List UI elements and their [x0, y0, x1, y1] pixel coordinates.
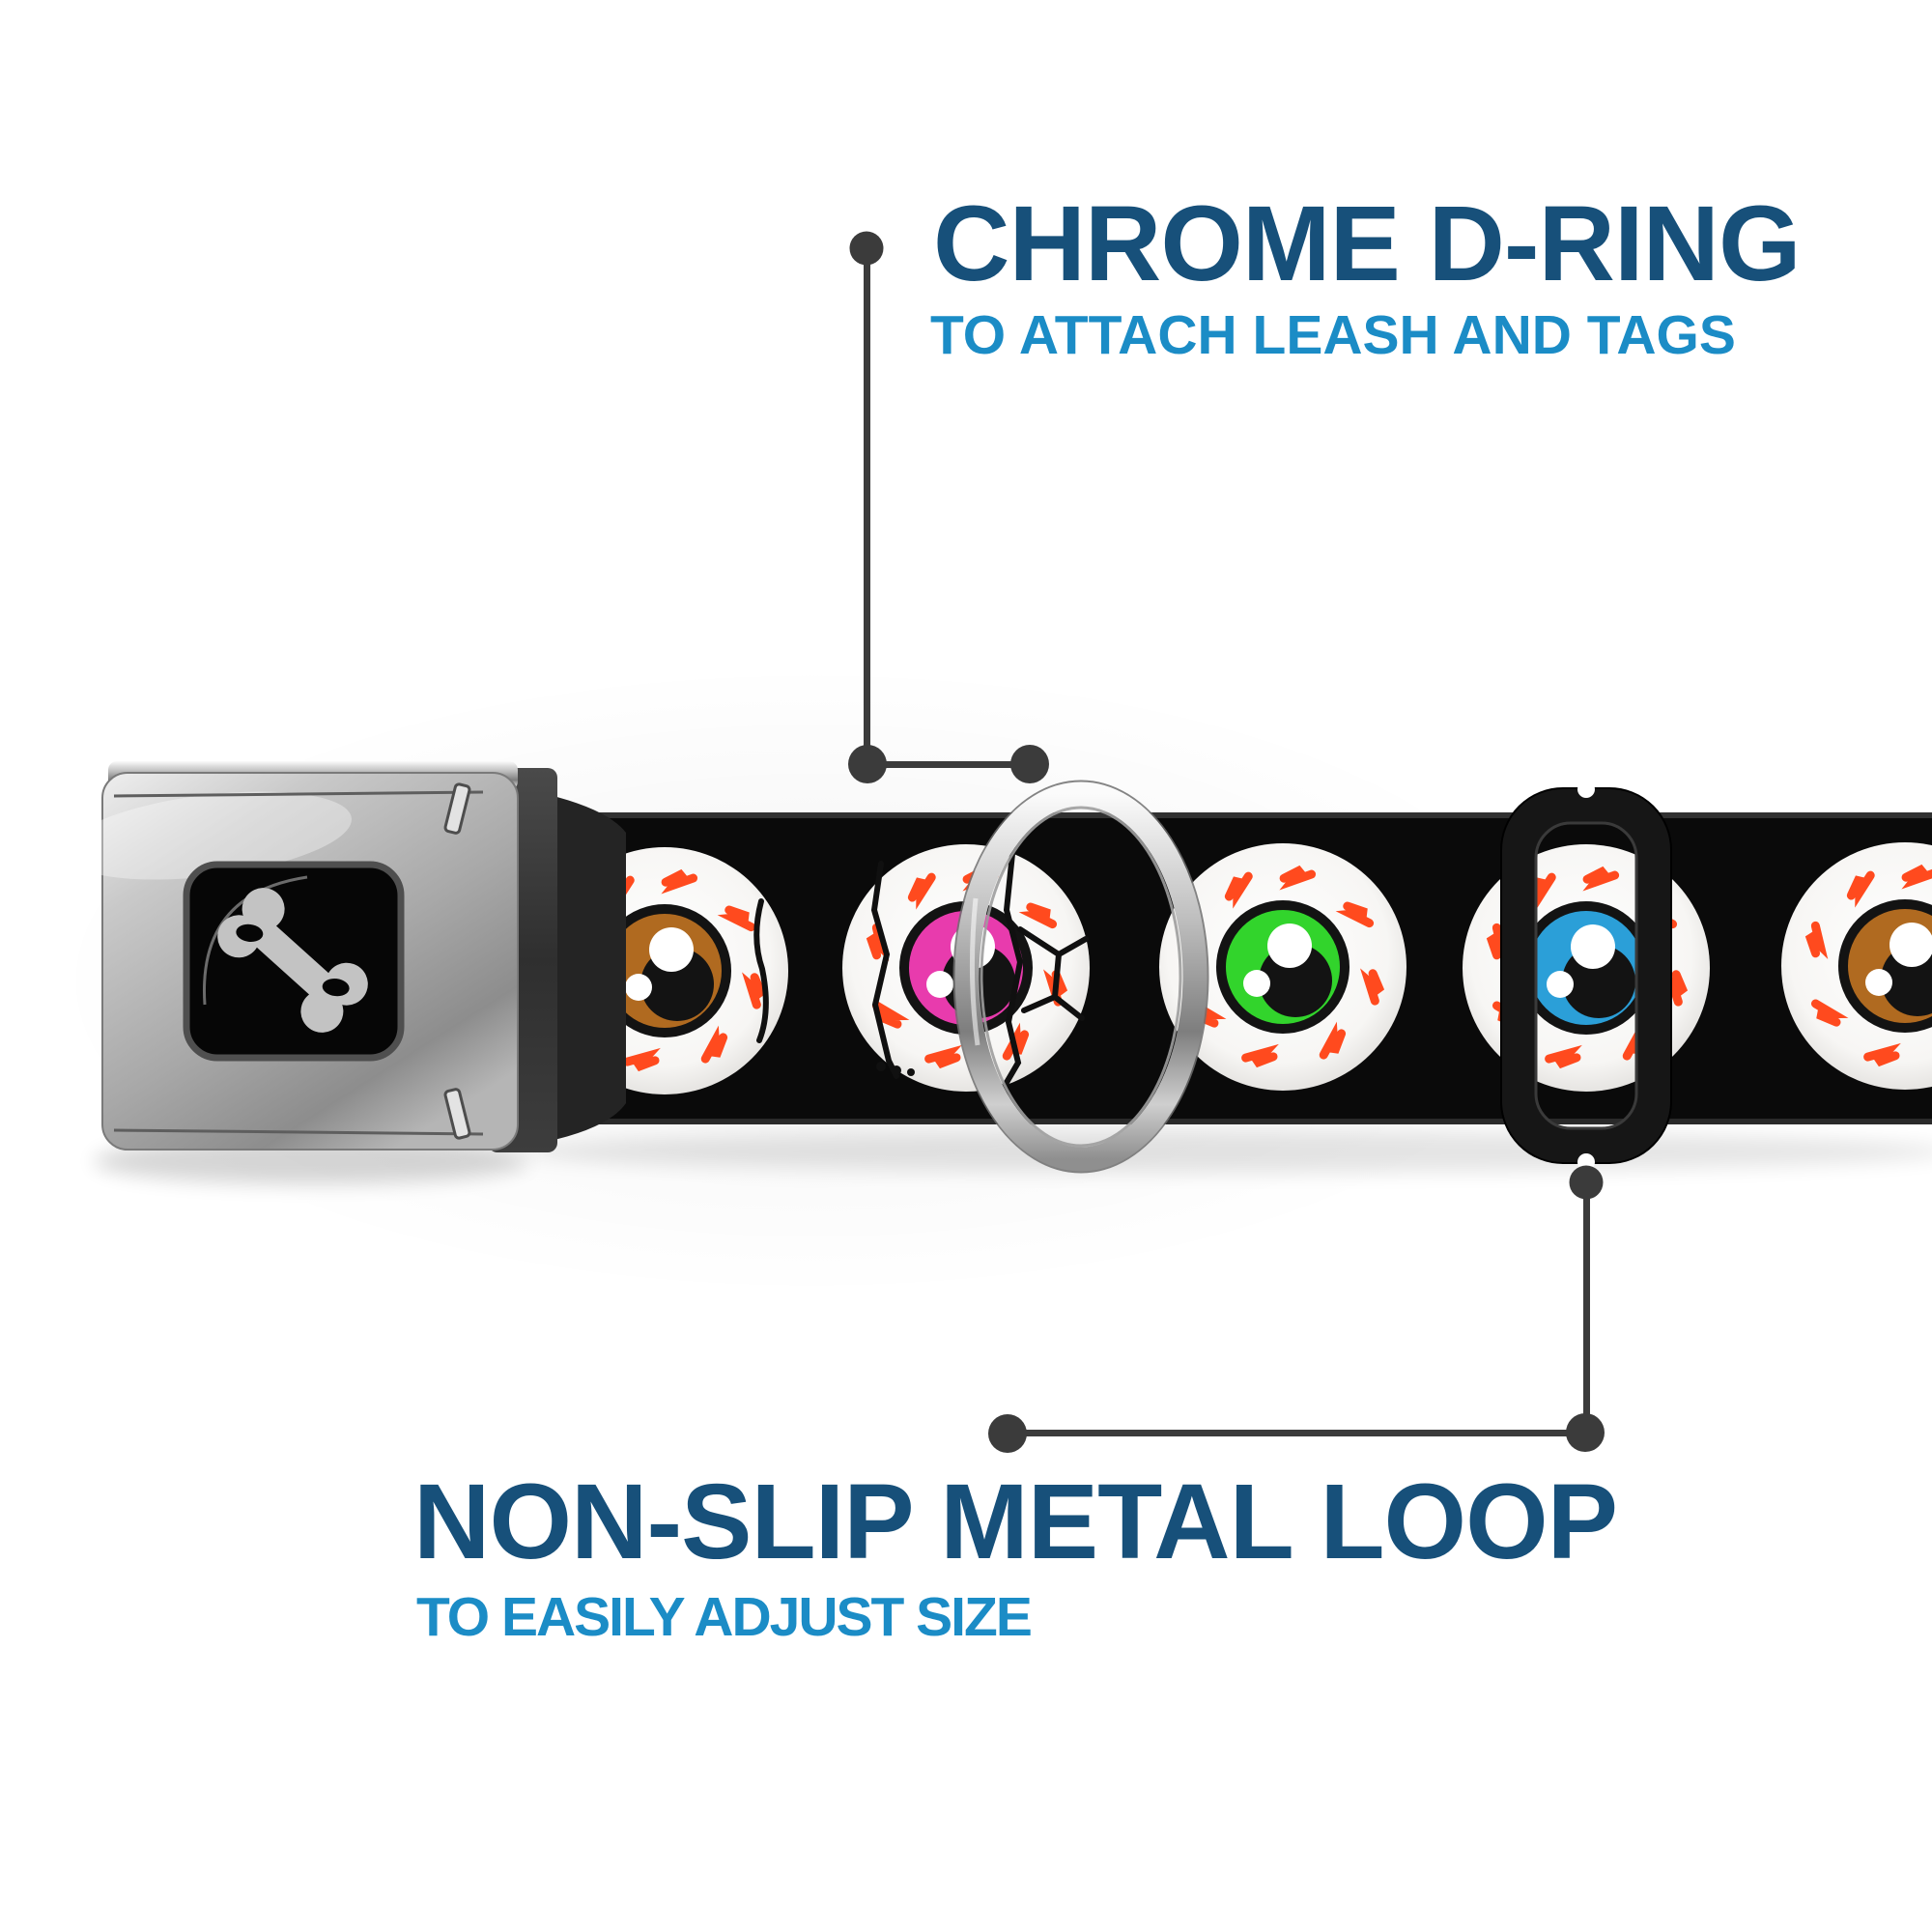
callout-line-horizontal-bottom	[1008, 1430, 1585, 1436]
eyeball-blue	[1463, 844, 1710, 1092]
buckle-clip-top	[443, 782, 471, 835]
strap-shadow	[522, 1130, 1932, 1173]
eyeball-cracks	[870, 851, 1089, 1089]
eyeball-crack	[753, 898, 769, 1043]
bone-logo-icon	[217, 888, 368, 1033]
callout-line-vertical-top	[864, 253, 870, 765]
strap-anchor	[546, 794, 626, 1142]
callout-line-horizontal-top	[867, 761, 1030, 768]
metal-loop-slider	[1500, 781, 1672, 1171]
buckle-glare	[64, 791, 352, 880]
callout-dot-elbow-top	[848, 745, 887, 783]
buckle-clip-bottom	[443, 1088, 471, 1140]
slider-lobe-notch-top	[1577, 781, 1595, 798]
eyeball-pink-cracked	[842, 844, 1090, 1092]
callout-dot-title-bottom	[988, 1414, 1027, 1453]
metal-loop-title: NON-SLIP METAL LOOP	[413, 1463, 1618, 1581]
chrome-d-ring	[952, 780, 1209, 1174]
dring-title: CHROME D-RING	[933, 185, 1802, 303]
dring-subtitle: TO ATTACH LEASH AND TAGS	[930, 304, 1736, 366]
callout-dot-elbow-bottom	[1566, 1413, 1605, 1452]
callout-line-vertical-bottom	[1583, 1186, 1590, 1433]
eyeball-brown-1	[541, 847, 788, 1094]
seatbelt-buckle	[64, 761, 626, 1152]
metal-loop-subtitle: TO EASILY ADJUST SIZE	[416, 1586, 1033, 1648]
callout-dot-target-dring	[1010, 745, 1049, 783]
